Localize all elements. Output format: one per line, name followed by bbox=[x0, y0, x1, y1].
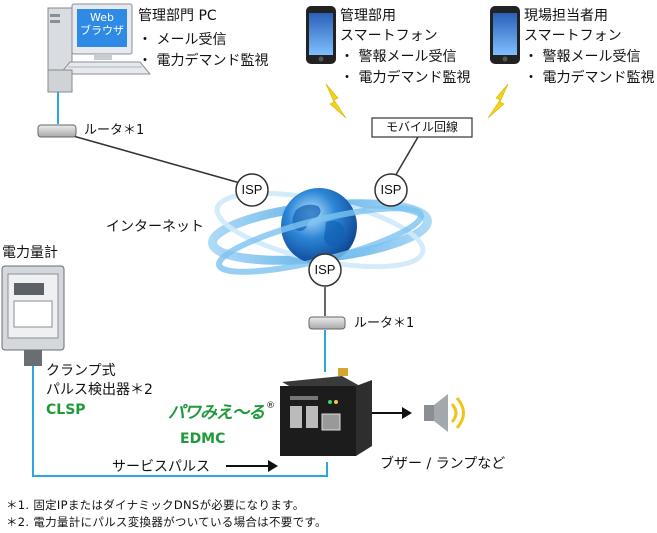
power-meter-icon bbox=[1, 265, 65, 366]
brand-logo-icon bbox=[166, 402, 262, 426]
pc-screen-text: Web ブラウザ bbox=[77, 11, 127, 37]
link-router-isp-left bbox=[65, 133, 241, 184]
clamp-label1: クランプ式 bbox=[46, 363, 116, 379]
buzzer-label: ブザー / ランプなど bbox=[380, 456, 506, 472]
isp-node-bottom bbox=[308, 253, 342, 287]
phone-site-item-demand: ・ 電力デマンド監視 bbox=[524, 70, 655, 86]
pc-screen-line2: ブラウザ bbox=[80, 24, 124, 37]
mobile-line-label: モバイル回線 bbox=[385, 120, 458, 134]
router-bottom-label: ルータ＊1 bbox=[354, 316, 415, 331]
pc-item-mail: ・ メール受信 bbox=[138, 32, 227, 48]
wireless-signal-right-icon bbox=[487, 83, 509, 119]
mobile-line-box bbox=[371, 117, 473, 138]
isp-node-left bbox=[235, 173, 269, 207]
pc-title: 管理部門 PC bbox=[138, 8, 217, 24]
internet-label: インターネット bbox=[106, 219, 204, 235]
link-mobile-isp-right bbox=[393, 136, 419, 179]
edmc-device-icon bbox=[280, 368, 372, 456]
pc-screen-line1: Web bbox=[90, 11, 114, 24]
phone-site-title2: スマートフォン bbox=[524, 28, 622, 44]
footnote-1: ＊1. 固定IPまたはダイナミックDNSが必要になります。 bbox=[6, 498, 305, 512]
router-bottom-icon bbox=[308, 316, 346, 330]
phone-site-item-alert: ・ 警報メール受信 bbox=[524, 49, 641, 65]
clamp-label2: パルス検出器＊2 bbox=[46, 382, 153, 398]
phone-admin-item-alert: ・ 警報メール受信 bbox=[340, 49, 457, 65]
isp-label-left: ISP bbox=[241, 182, 263, 197]
router-top-icon bbox=[37, 124, 77, 138]
phone-admin-title1: 管理部用 bbox=[340, 8, 396, 24]
clamp-model: CLSP bbox=[46, 402, 86, 418]
registered-mark: ® bbox=[266, 401, 275, 411]
phone-admin-item-demand: ・ 電力デマンド監視 bbox=[340, 70, 471, 86]
wireless-signal-left-icon bbox=[325, 83, 347, 119]
pulse-label: サービスパルス bbox=[112, 459, 210, 475]
pc-item-demand: ・ 電力デマンド監視 bbox=[138, 53, 269, 69]
isp-label-bottom: ISP bbox=[314, 262, 336, 277]
device-model: EDMC bbox=[180, 431, 226, 447]
isp-label-right: ISP bbox=[380, 182, 402, 197]
router-top-label: ルータ＊1 bbox=[84, 123, 145, 138]
speaker-icon bbox=[424, 394, 465, 432]
isp-node-right bbox=[374, 173, 408, 207]
phone-site-title1: 現場担当者用 bbox=[524, 8, 608, 24]
phone-admin-title2: スマートフォン bbox=[340, 28, 438, 44]
pc-icon bbox=[47, 3, 152, 93]
pulse-line bbox=[32, 366, 328, 477]
brand-name: パワみえ〜る bbox=[168, 403, 265, 423]
footnote-2: ＊2. 電力量計にパルス変換器がついている場合は不要です。 bbox=[6, 515, 327, 529]
smartphone-admin-icon bbox=[306, 6, 336, 64]
power-meter-label: 電力量計 bbox=[2, 245, 58, 261]
smartphone-site-icon bbox=[490, 6, 520, 64]
